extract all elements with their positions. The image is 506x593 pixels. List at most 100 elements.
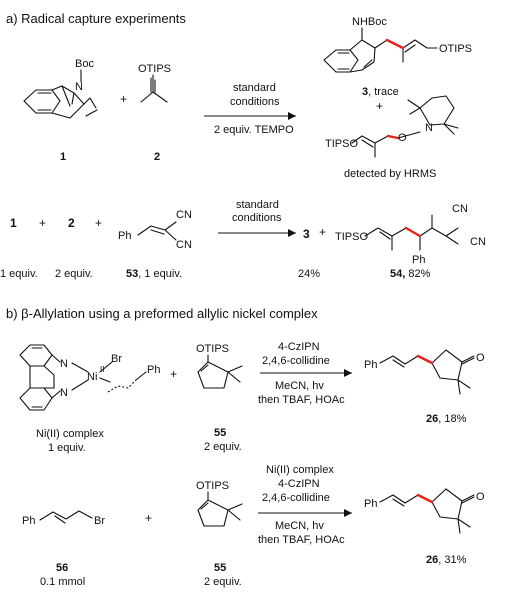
ph-label-26b: Ph [364,498,377,510]
ph-label-53: Ph [118,230,131,242]
exp2-product-3: 3 [303,227,310,241]
boc-label: Boc [75,58,94,70]
yield-26a: , 18% [438,413,466,425]
compound-1-label: 1 [60,151,66,163]
product-3-caption: 3, trace [362,86,399,98]
b2-cond-solvent: MeCN, hv [275,520,324,532]
section-b-heading: b) β-Allylation using a preformed allyli… [6,306,318,321]
cmpd-53-number: 53 [126,268,138,280]
condition-conditions: conditions [230,96,280,108]
b2-cond-collidine: 2,4,6-collidine [262,492,330,504]
n-atom-top: N [60,358,68,370]
compound-55-eq: 2 equiv. [204,441,242,453]
cmpd-26a-number: 26 [426,413,438,425]
exp2-cmpd1: 1 [10,216,17,230]
cn-top-53: CN [176,209,192,221]
product-26b-structure [379,488,475,534]
n-atom-label: N [75,81,83,93]
product-26-structure [379,349,475,395]
yield-3: 24% [298,268,320,280]
product-otips-label: OTIPS [439,43,472,55]
new-bond-26a [416,354,434,365]
compound-1-structure [23,69,98,119]
hrms-note: detected by HRMS [344,168,436,180]
new-bond-54 [404,226,422,238]
plus-sign-b2: + [145,511,152,525]
eq-label-2: 2 equiv. [55,268,93,280]
condition-tempo: 2 equiv. TEMPO [214,124,294,136]
exp2-condition-standard: standard [236,199,279,211]
yield-54-caption: 54, 82% [390,268,431,280]
otips-label-55: OTIPS [196,343,229,355]
n-atom-bottom: N [60,387,68,399]
cn-bottom-53: CN [176,239,192,251]
tipso-label-54: TIPSO [335,231,368,243]
otips-label: OTIPS [138,63,171,75]
ni-oxidation-state: II [100,365,104,374]
compound-56-amount: 0.1 mmol [40,576,85,588]
condition-standard: standard [233,82,276,94]
compound-55-structure [197,354,243,389]
new-bond-tempo [386,134,400,140]
ph-label-56: Ph [22,515,35,527]
ni-atom: Ni [87,371,97,383]
ni-complex-structure [19,344,113,411]
cn-label-54-top: CN [452,203,468,215]
b1-cond-collidine: 2,4,6-collidine [262,355,330,367]
product-3-note: , trace [368,86,399,98]
arrowhead-4 [344,509,352,517]
arrowhead-1 [288,112,296,120]
compound-53-structure [137,221,177,241]
yield-54: 82% [405,268,430,280]
compound-55-label: 55 [214,427,226,439]
b2-cond-workup: then TBAF, HOAc [258,534,345,546]
cmpd-26b-number: 26 [426,554,438,566]
exp2-plus-2: + [95,216,102,230]
yield-26b-caption: 26, 31% [426,554,467,566]
compound-56-structure [39,510,93,524]
plus-sign-b1: + [170,367,177,381]
br-ligand: Br [111,353,122,365]
allyl-dashed-bonds [107,379,137,393]
compound-2-label: 2 [154,151,160,163]
complex-eq: 1 equiv. [48,442,86,454]
tipso-label: TIPSO [325,138,358,150]
compound-56-label: 56 [56,562,68,574]
o-atom-label: O [398,132,407,144]
compound-2-structure [140,74,168,103]
eq-label-53: 53, 1 equiv. [126,268,182,280]
b2-cond-czipn: 4-CzIPN [278,478,320,490]
compound-55b-label: 55 [214,562,226,574]
compound-55b-structure [197,491,243,527]
exp2-plus-3: + [319,225,326,239]
nhboc-label: NHBoc [352,16,387,28]
section-a-heading: a) Radical capture experiments [6,11,186,26]
product-3-number: 3 [362,86,368,98]
o-label-26a: O [476,352,485,364]
product-3-structure [323,27,438,73]
exp2-cmpd2: 2 [68,216,75,230]
cmpd-54-number: 54, [390,268,405,280]
cmpd-53-eq: , 1 equiv. [138,268,182,280]
complex-name: Ni(II) complex [36,428,104,440]
ph-label-26a: Ph [364,359,377,371]
eq-label-1: 1 equiv. [0,268,38,280]
ph-label-complex: Ph [147,364,160,376]
b1-cond-czipn: 4-CzIPN [278,341,320,353]
br-label-56: Br [94,515,105,527]
b1-cond-solvent: MeCN, hv [275,380,324,392]
otips-label-55b: OTIPS [196,480,229,492]
new-bond-26b [416,493,434,504]
yield-26a-caption: 26, 18% [426,413,467,425]
compound-54-structure [364,214,459,251]
exp2-condition-conditions: conditions [232,212,282,224]
compound-55b-eq: 2 equiv. [204,576,242,588]
b1-cond-workup: then TBAF, HOAc [258,394,345,406]
arrowhead-3 [344,369,352,377]
tempo-adduct-structure [351,95,459,158]
cn-label-54-right: CN [470,236,486,248]
o-label-26b: O [476,491,485,503]
exp2-plus-1: + [39,216,46,230]
allyl-to-phenyl-bond [135,371,147,381]
plus-sign: + [120,92,127,106]
